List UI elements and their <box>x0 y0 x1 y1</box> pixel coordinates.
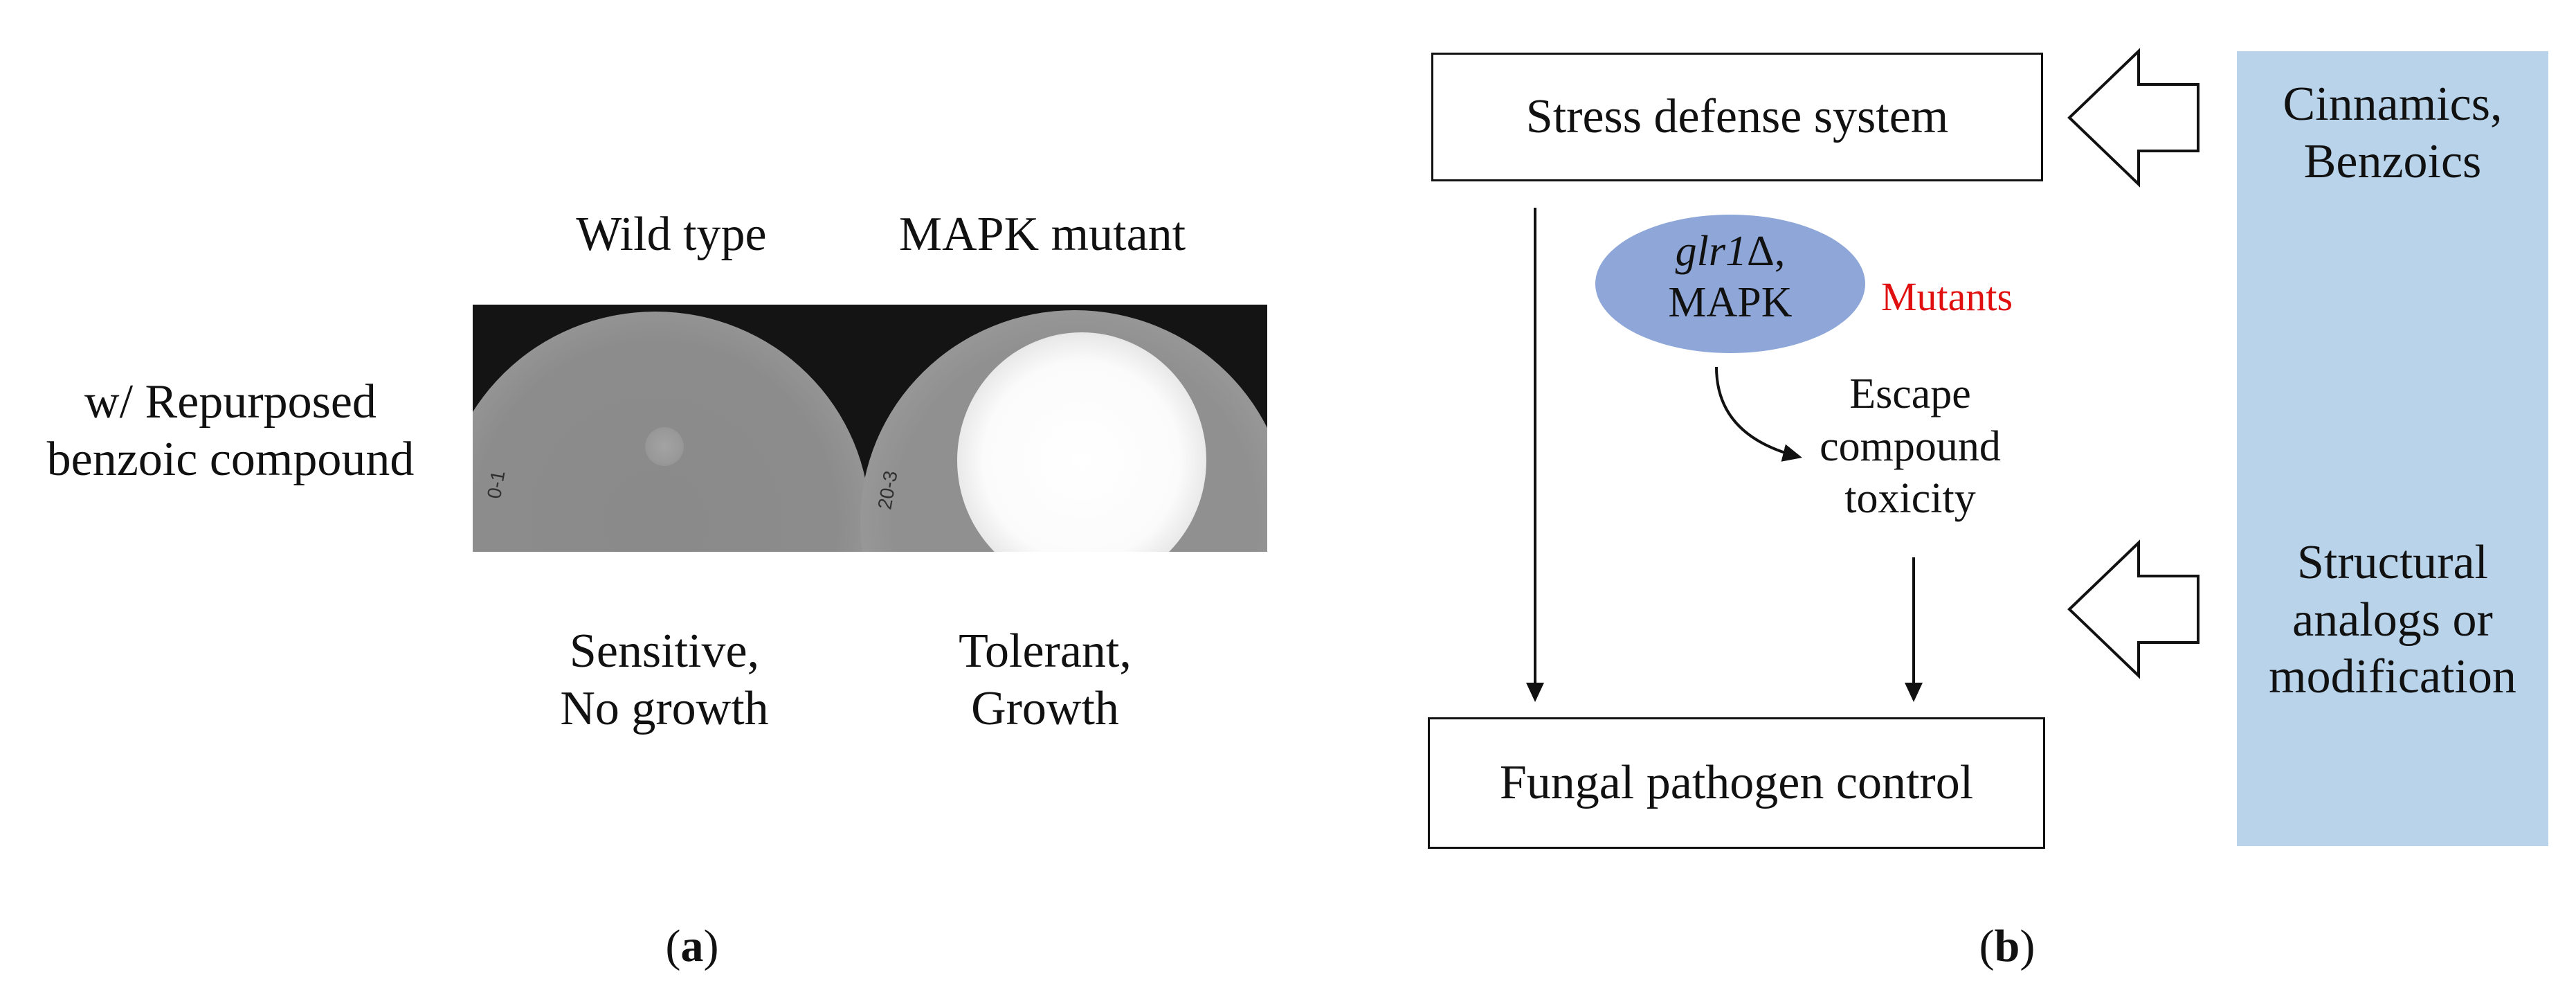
treatment-label-line2: benzoic compound <box>46 432 415 486</box>
escape-line1: Escape <box>1849 370 1971 417</box>
side-bottom-line2: analogs or <box>2292 593 2493 647</box>
side-bottom-line1: Structural <box>2296 536 2489 589</box>
lower-hollow-arrow <box>2067 539 2199 679</box>
compound-side-panel <box>2237 51 2548 846</box>
side-bottom-line3: modification <box>2269 650 2516 704</box>
glr1-suffix: Δ, <box>1746 228 1786 275</box>
wild-type-result-line1: Sensitive, <box>569 625 760 678</box>
side-top-text: Cinnamics, Benzoics <box>2237 76 2548 190</box>
panel-b-caption-letter: b <box>1994 921 2020 971</box>
side-top-line1: Cinnamics, <box>2283 78 2503 131</box>
panel-a-caption-letter: a <box>680 921 704 971</box>
stress-defense-box: Stress defense system <box>1431 53 2043 181</box>
fungal-control-text: Fungal pathogen control <box>1499 756 1974 809</box>
fungal-control-box: Fungal pathogen control <box>1428 717 2045 849</box>
mutants-label: Mutants <box>1880 274 2013 319</box>
wild-type-result-line2: No growth <box>560 681 769 735</box>
mapk-mutant-result: Tolerant, Growth <box>879 623 1211 737</box>
mapk-mutant-label: MAPK mutant <box>898 208 1186 261</box>
mapk-mutant-result-line2: Growth <box>971 681 1119 735</box>
panel-a-caption: (a) <box>665 921 719 971</box>
mutant-ellipse <box>1595 215 1865 353</box>
side-bottom-text: Structural analogs or modification <box>2237 535 2548 706</box>
glr1-gene: glr1 <box>1675 228 1747 275</box>
mutant-ellipse-line1: glr1Δ, <box>1595 226 1865 277</box>
upper-hollow-arrow <box>2067 48 2199 188</box>
mutant-ellipse-line2: MAPK <box>1668 279 1793 327</box>
escape-toxicity-text: Escape compound toxicity <box>1786 368 2035 526</box>
mapk-mutant-result-line1: Tolerant, <box>959 625 1132 678</box>
mapk-mutant-colony <box>957 332 1206 552</box>
escape-line2: compound <box>1820 422 2001 470</box>
escape-line3: toxicity <box>1844 475 1976 523</box>
treatment-label: w/ Repurposed benzoic compound <box>0 374 461 488</box>
wild-type-colony <box>645 427 684 466</box>
mutant-ellipse-text: glr1Δ, MAPK <box>1595 226 1865 329</box>
stress-defense-text: Stress defense system <box>1525 90 1949 143</box>
side-top-line2: Benzoics <box>2303 134 2482 188</box>
wild-type-label: Wild type <box>576 208 767 261</box>
wild-type-result: Sensitive, No growth <box>498 623 831 737</box>
petri-dish-photo: 0-1 20-3 <box>473 305 1267 552</box>
panel-b-caption: (b) <box>1979 921 2035 971</box>
treatment-label-line1: w/ Repurposed <box>84 375 377 429</box>
